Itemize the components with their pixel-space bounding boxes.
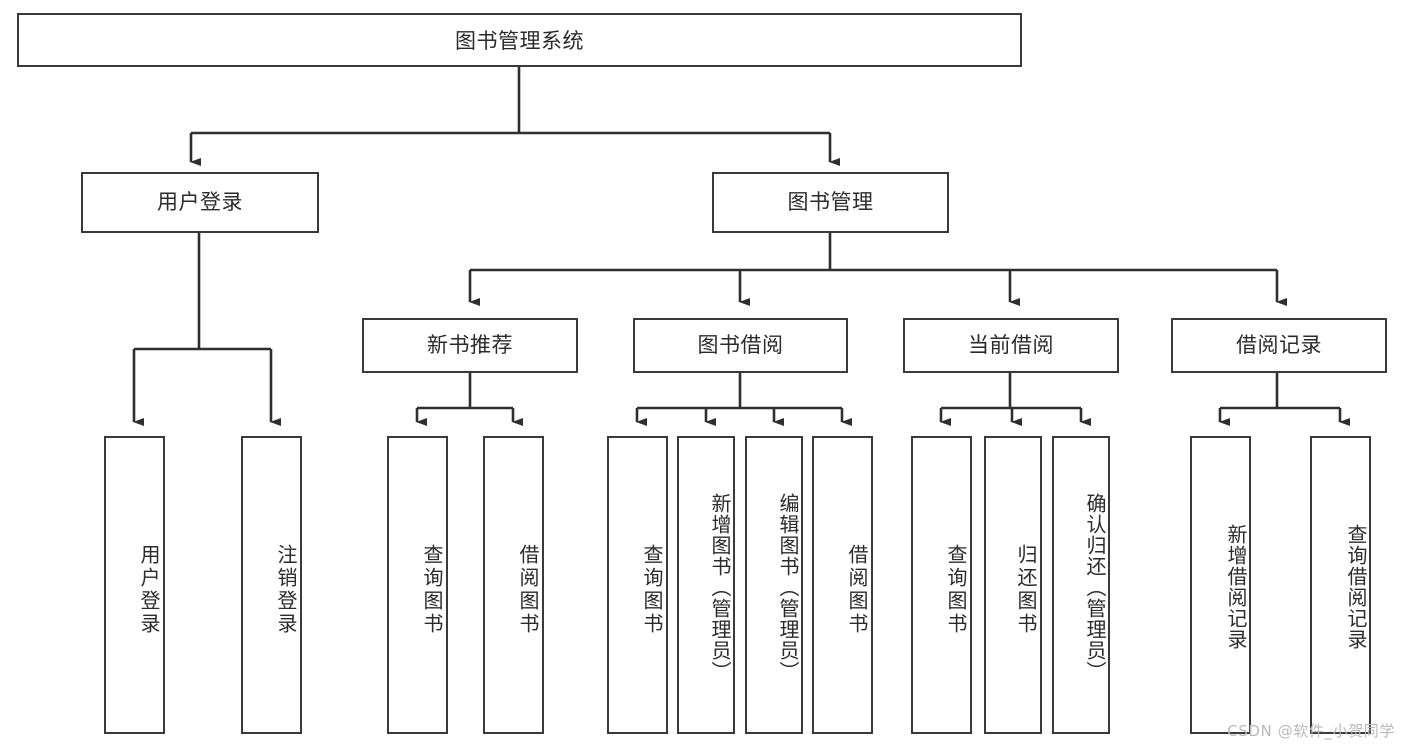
node-label: 新书推荐 bbox=[427, 332, 513, 357]
leaf-query-book-borrow[interactable]: 查询图书 bbox=[607, 436, 668, 734]
node-user-login[interactable]: 用户登录 bbox=[81, 172, 319, 233]
node-label: 图书管理系统 bbox=[455, 29, 584, 53]
node-label: 新增图书（管理员） bbox=[708, 492, 732, 682]
leaf-user-login[interactable]: 用户登录 bbox=[104, 436, 165, 734]
leaf-return-book[interactable]: 归还图书 bbox=[984, 436, 1042, 734]
leaf-query-book-recommend[interactable]: 查询图书 bbox=[387, 436, 448, 734]
node-book-borrow[interactable]: 图书借阅 bbox=[633, 318, 848, 373]
node-label: 图书借阅 bbox=[697, 332, 784, 357]
node-label: 新增借阅记录 bbox=[1224, 524, 1248, 650]
watermark: CSDN @软件_小贺同学 bbox=[1227, 722, 1395, 740]
leaf-borrow-book-recommend[interactable]: 借阅图书 bbox=[483, 436, 544, 734]
node-label: 当前借阅 bbox=[968, 332, 1054, 357]
node-book-management[interactable]: 图书管理 bbox=[712, 172, 949, 233]
leaf-borrow-book[interactable]: 借阅图书 bbox=[812, 436, 873, 734]
leaf-edit-book-admin[interactable]: 编辑图书（管理员） bbox=[745, 436, 803, 734]
node-label: 用户登录 bbox=[157, 189, 243, 214]
node-label: 查询借阅记录 bbox=[1344, 524, 1368, 650]
leaf-confirm-return-admin[interactable]: 确认归还（管理员） bbox=[1052, 436, 1110, 734]
leaf-query-borrow-record[interactable]: 查询借阅记录 bbox=[1310, 436, 1371, 734]
node-label: 编辑图书（管理员） bbox=[776, 492, 800, 682]
leaf-add-borrow-record[interactable]: 新增借阅记录 bbox=[1190, 436, 1251, 734]
node-label: 用户登录 bbox=[137, 544, 161, 636]
node-label: 图书管理 bbox=[787, 189, 874, 214]
node-label: 确认归还（管理员） bbox=[1083, 492, 1107, 682]
node-label: 查询图书 bbox=[944, 544, 968, 636]
node-new-book-recommend[interactable]: 新书推荐 bbox=[362, 318, 578, 373]
node-label: 借阅记录 bbox=[1236, 332, 1322, 357]
node-borrow-record[interactable]: 借阅记录 bbox=[1171, 318, 1387, 373]
leaf-add-book-admin[interactable]: 新增图书（管理员） bbox=[677, 436, 735, 734]
leaf-user-logout[interactable]: 注销登录 bbox=[241, 436, 302, 734]
leaf-query-book-current[interactable]: 查询图书 bbox=[911, 436, 972, 734]
node-current-borrow[interactable]: 当前借阅 bbox=[903, 318, 1119, 373]
node-label: 归还图书 bbox=[1014, 544, 1038, 636]
node-label: 查询图书 bbox=[420, 544, 444, 636]
node-label: 注销登录 bbox=[274, 544, 298, 636]
node-label: 借阅图书 bbox=[516, 544, 540, 636]
node-label: 借阅图书 bbox=[845, 544, 869, 636]
node-root-book-management-system[interactable]: 图书管理系统 bbox=[17, 13, 1022, 67]
node-label: 查询图书 bbox=[640, 544, 664, 636]
